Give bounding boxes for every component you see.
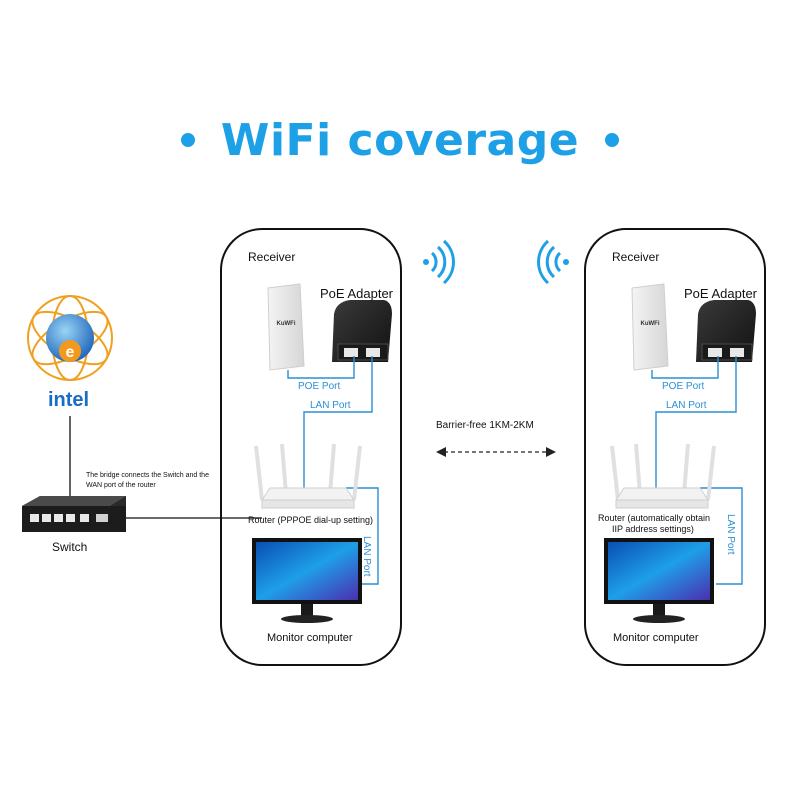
right-poe-port-label: POE Port — [662, 381, 705, 392]
right-monitor-label: Monitor computer — [613, 632, 699, 644]
right-lan-port-vertical-label: LAN Port — [725, 514, 736, 555]
right-monitor-icon — [604, 538, 714, 623]
left-poe-adapter-label: PoE Adapter — [320, 286, 393, 301]
internet-globe-icon: e — [27, 295, 113, 381]
right-poe-adapter-icon — [696, 300, 756, 362]
right-cpe-device-icon: KuWFi — [631, 283, 669, 371]
switch-device-icon — [22, 496, 126, 532]
svg-text:intel: intel — [48, 389, 89, 411]
title-row: WiFi coverage — [0, 108, 800, 172]
left-monitor-icon — [252, 538, 362, 623]
left-lan-cables — [287, 356, 379, 585]
right-lan-port-label: LAN Port — [666, 400, 707, 411]
svg-text:KuWFi: KuWFi — [641, 321, 660, 327]
intel-logo: intel — [48, 389, 89, 411]
left-router-icon — [254, 443, 362, 509]
right-router-label-line2: IIP address settings) — [612, 524, 694, 534]
wan-cables — [69, 416, 262, 519]
right-router-label-line1: Router (automatically obtain — [598, 513, 711, 523]
right-cpe-brand: KuWFi — [641, 321, 660, 327]
left-lan-port-vertical-label: LAN Port — [361, 536, 372, 577]
left-cpe-brand: KuWFi — [277, 321, 296, 327]
left-cpe-device-icon: KuWFi — [267, 283, 305, 371]
right-poe-adapter-label: PoE Adapter — [684, 286, 757, 301]
left-poe-port-label: POE Port — [298, 381, 341, 392]
wifi-signal-icon-left — [423, 239, 455, 285]
left-router-label: Router (PPPOE dial-up setting) — [248, 515, 374, 525]
bridge-note-line2: WAN port of the router — [86, 482, 156, 489]
title-dot-right — [605, 133, 620, 147]
right-lan-cables — [651, 356, 743, 585]
intel-logo-text: intel — [48, 389, 89, 411]
link-distance-label: Barrier-free 1KM-2KM — [436, 420, 534, 431]
left-monitor-label: Monitor computer — [267, 632, 353, 644]
wireless-link-arrow — [436, 447, 556, 457]
switch-label: Switch — [52, 540, 88, 554]
right-router-icon — [610, 443, 716, 509]
right-receiver-label: Receiver — [612, 250, 660, 264]
svg-text:KuWFi: KuWFi — [277, 321, 296, 327]
left-receiver-label: Receiver — [248, 250, 296, 264]
svg-text:e: e — [66, 344, 75, 361]
bridge-note-line1: The bridge connects the Switch and the — [86, 472, 209, 479]
wifi-signal-icon-right — [537, 239, 569, 285]
left-lan-port-label: LAN Port — [310, 400, 351, 411]
left-poe-adapter-icon — [332, 300, 392, 362]
title-dot-left — [180, 133, 195, 147]
diagram-title: WiFi coverage — [220, 114, 580, 166]
